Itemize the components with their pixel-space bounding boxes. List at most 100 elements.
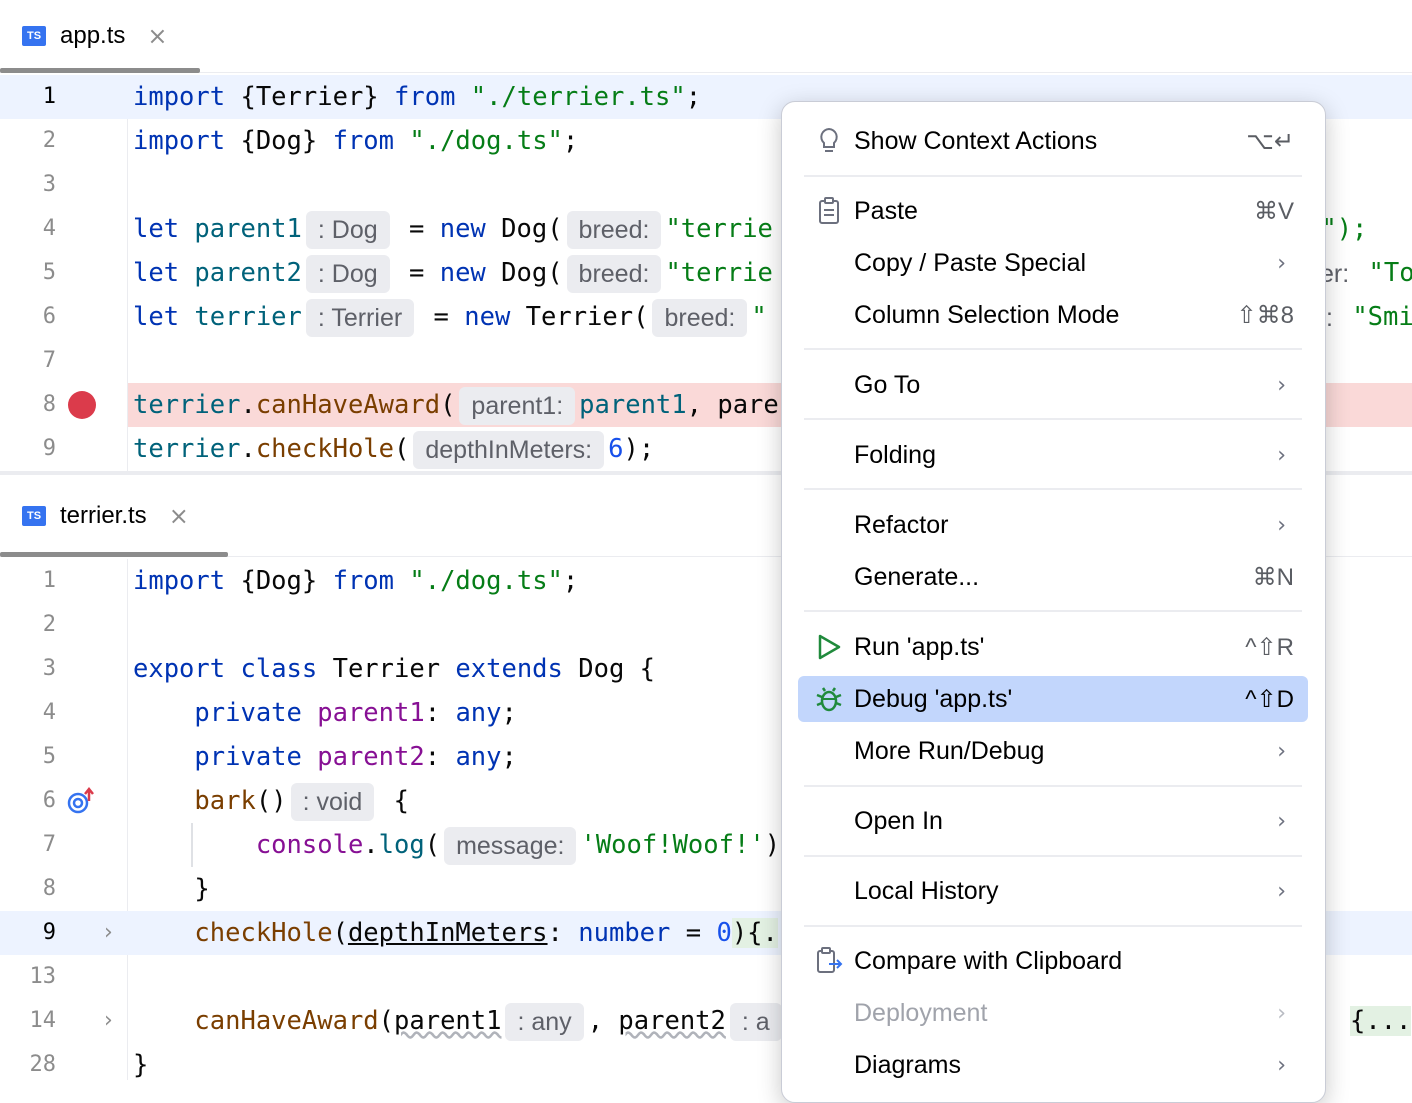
run-icon: [814, 633, 844, 661]
type-hint: : void: [290, 783, 375, 821]
code-text: console.log(message:'Woof!Woof!'): [133, 823, 780, 867]
gutter-separator: [127, 559, 128, 1080]
code-line[interactable]: 1 import {Dog} from "./dog.ts";: [0, 559, 1412, 603]
code-token: (: [424, 830, 441, 860]
menu-item-paste[interactable]: Paste ⌘V: [798, 188, 1308, 234]
code-line[interactable]: 2 import {Dog} from "./dog.ts";: [0, 119, 1412, 163]
code-token: }: [133, 1050, 149, 1080]
code-line[interactable]: 6 bark(): void {: [0, 779, 1412, 823]
editor-splitter[interactable]: [0, 471, 1412, 475]
editor-tabbar-top: TS app.ts ×: [0, 0, 1412, 73]
code-token: Dog {: [562, 654, 656, 684]
menu-item-local-history[interactable]: Local History ›: [798, 868, 1308, 914]
chevron-right-icon: ›: [1277, 738, 1286, 764]
menu-item-column-selection-mode[interactable]: Column Selection Mode ⇧⌘8: [798, 292, 1308, 338]
code-line[interactable]: 7 console.log(message:'Woof!Woof!'): [0, 823, 1412, 867]
code-text: let terrier: Terrier = new Terrier(breed…: [133, 295, 767, 339]
menu-item-compare-clipboard[interactable]: Compare with Clipboard: [798, 938, 1308, 984]
code-token: [394, 566, 409, 596]
line-number: 14: [29, 1008, 57, 1033]
keyword: from: [332, 566, 395, 596]
chevron-right-icon[interactable]: ›: [104, 1008, 113, 1033]
code-line[interactable]: 28 }: [0, 1043, 1412, 1087]
code-line[interactable]: 14 › canHaveAward(parent1: any, parent2:…: [0, 999, 1412, 1043]
folded-code[interactable]: {...: [1350, 1006, 1412, 1036]
code-line[interactable]: 6 let terrier: Terrier = new Terrier(bre…: [0, 295, 1412, 339]
menu-item-copy-paste-special[interactable]: Copy / Paste Special ›: [798, 240, 1308, 286]
keyword: private: [194, 742, 302, 772]
line-number: 2: [42, 128, 56, 153]
code-line[interactable]: 4 private parent1: any;: [0, 691, 1412, 735]
clipboard-icon: [814, 197, 844, 225]
menu-item-deployment[interactable]: Deployment ›: [798, 990, 1308, 1036]
menu-item-go-to[interactable]: Go To ›: [798, 362, 1308, 408]
tab-app-ts[interactable]: TS app.ts ×: [0, 0, 168, 72]
menu-item-label: Run 'app.ts': [854, 632, 985, 661]
code-line[interactable]: 8 }: [0, 867, 1412, 911]
type-hint: : a: [729, 1003, 782, 1041]
code-token: [455, 82, 470, 112]
chevron-right-icon: ›: [1277, 442, 1286, 468]
method-name: bark: [194, 786, 256, 816]
editor-terrier-ts[interactable]: 1 import {Dog} from "./dog.ts"; 2 3 expo…: [0, 559, 1412, 1080]
code-line[interactable]: 2: [0, 603, 1412, 647]
keyword: from: [394, 82, 456, 112]
overrides-method-icon[interactable]: [66, 786, 96, 815]
code-line[interactable]: 3 export class Terrier extends Dog {: [0, 647, 1412, 691]
menu-item-run[interactable]: Run 'app.ts' ^⇧R: [798, 624, 1308, 670]
code-token: .: [240, 434, 256, 464]
folded-code[interactable]: ){.: [731, 918, 778, 948]
breakpoint-icon[interactable]: [68, 391, 96, 419]
menu-item-more-run-debug[interactable]: More Run/Debug ›: [798, 728, 1308, 774]
menu-item-label: Deployment: [854, 998, 988, 1027]
property-name: parent2: [317, 742, 425, 772]
keyword: import: [133, 126, 226, 156]
menu-item-label: More Run/Debug: [854, 736, 1045, 765]
line-number: 9: [42, 920, 56, 945]
chevron-right-icon[interactable]: ›: [104, 920, 113, 945]
code-token: =: [393, 258, 440, 288]
code-line[interactable]: 3: [0, 163, 1412, 207]
code-line[interactable]: 5 private parent2: any;: [0, 735, 1412, 779]
tab-label: terrier.ts: [60, 501, 147, 529]
close-icon[interactable]: ×: [147, 22, 168, 50]
code-line[interactable]: 9 terrier.checkHole(depthInMeters:6);: [0, 427, 1412, 471]
variable: terrier: [133, 390, 241, 420]
bulb-icon: [814, 127, 844, 155]
string-literal: "Smi: [1352, 302, 1412, 332]
menu-separator: [804, 785, 1302, 787]
menu-item-diagrams[interactable]: Diagrams ›: [798, 1042, 1308, 1088]
tab-terrier-ts[interactable]: TS terrier.ts ×: [0, 475, 189, 556]
variable: parent1: [579, 390, 687, 420]
menu-item-debug[interactable]: Debug 'app.ts' ^⇧D: [798, 676, 1308, 722]
typescript-file-icon: TS: [22, 505, 46, 526]
menu-item-folding[interactable]: Folding ›: [798, 432, 1308, 478]
code-text: import {Dog} from "./dog.ts";: [133, 119, 578, 163]
code-text: terrier.canHaveAward(parent1:parent1, pa…: [133, 383, 779, 427]
menu-item-show-context-actions[interactable]: Show Context Actions ⌥↵: [798, 118, 1308, 164]
code-line[interactable]: 5 let parent2: Dog = new Dog(breed:"terr…: [0, 251, 1412, 295]
code-text: }: [133, 867, 209, 911]
code-line[interactable]: 7: [0, 339, 1412, 383]
keyword: private: [194, 698, 302, 728]
keyword: new: [464, 302, 511, 332]
menu-item-open-in[interactable]: Open In ›: [798, 798, 1308, 844]
menu-item-label: Open In: [854, 806, 943, 835]
menu-item-generate[interactable]: Generate... ⌘N: [798, 554, 1308, 600]
code-token: (: [394, 434, 410, 464]
method-name: checkHole: [255, 434, 394, 464]
shortcut-label: ^⇧R: [1245, 633, 1294, 661]
close-icon[interactable]: ×: [168, 501, 189, 530]
type-hint: : Terrier: [305, 299, 415, 337]
chevron-right-icon: ›: [1277, 1052, 1286, 1078]
variable: terrier: [133, 434, 241, 464]
code-token: =: [670, 918, 717, 948]
code-line[interactable]: 4 let parent1: Dog = new Dog(breed:"terr…: [0, 207, 1412, 251]
menu-item-refactor[interactable]: Refactor ›: [798, 502, 1308, 548]
code-text: terrier.checkHole(depthInMeters:6);: [133, 427, 654, 471]
line-number: 28: [29, 1052, 57, 1077]
code-text: let parent1: Dog = new Dog(breed:"terrie: [133, 207, 773, 251]
code-line[interactable]: 13: [0, 955, 1412, 999]
code-token: ;: [501, 742, 517, 772]
shortcut-label: ⌘V: [1253, 197, 1294, 225]
